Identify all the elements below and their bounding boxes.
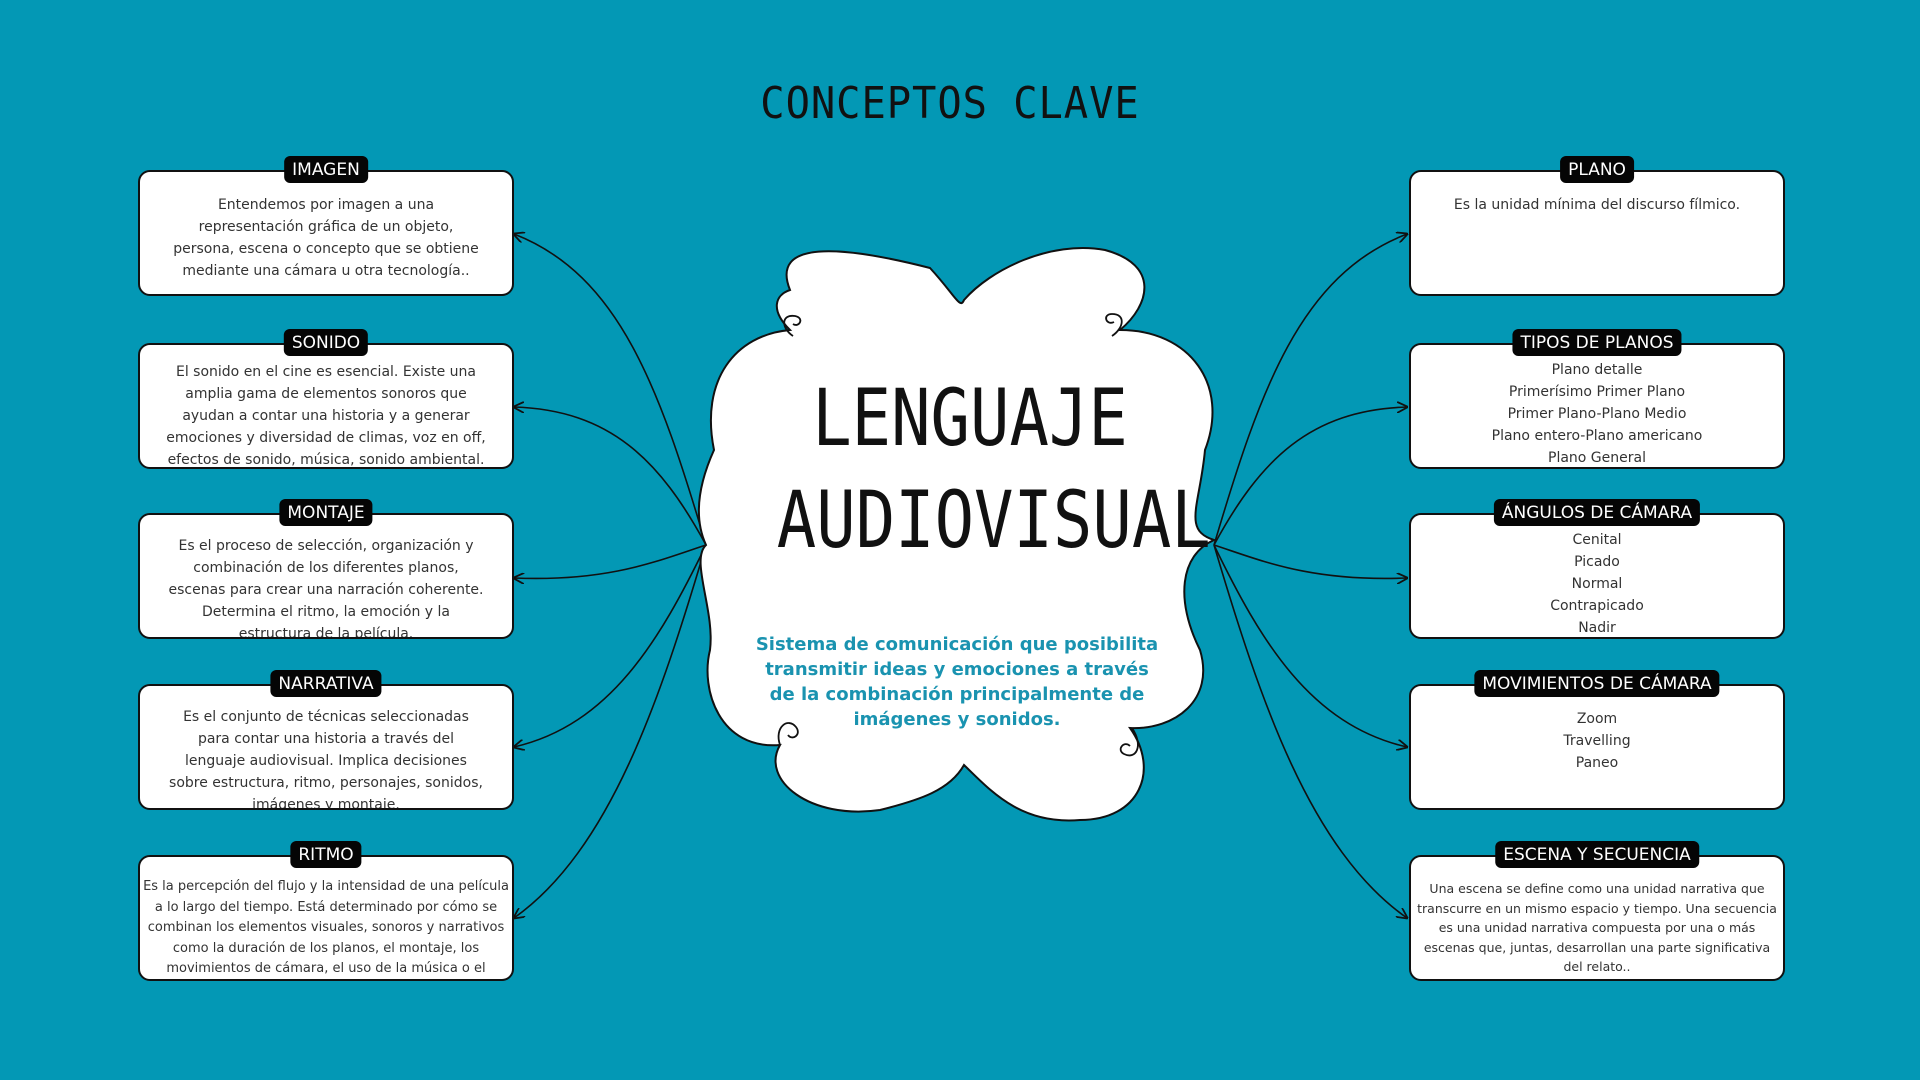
card-movimientos-de-camara: MOVIMIENTOS DE CÁMARA Zoom Travelling Pa… [1409,670,1785,810]
card-label-angulos-de-camara: ÁNGULOS DE CÁMARA [1493,499,1701,526]
card-tipos-de-planos: TIPOS DE PLANOS Plano detalle Primerísim… [1409,329,1785,469]
connector-narrativa [514,544,707,747]
card-text-tipos-de-planos: Plano detalle Primerísimo Primer Plano P… [1491,362,1703,466]
connector-tipos-de-planos [1213,407,1407,546]
center-title-line-2: AUDIOVISUAL [776,476,1211,566]
page-title: CONCEPTOS CLAVE [760,78,1140,129]
card-text-movimientos-de-camara: Zoom Travelling Paneo [1563,711,1631,771]
connector-montaje [514,544,707,578]
connector-sonido [514,407,707,546]
card-sonido: SONIDO El sonido en el cine es esencial.… [138,329,514,469]
card-text-plano: Es la unidad mínima del discurso fílmico… [1453,197,1741,213]
card-label-movimientos-de-camara: MOVIMIENTOS DE CÁMARA [1474,670,1720,697]
card-ritmo: RITMO Es la percepción del flujo y la in… [138,841,514,981]
card-text-imagen: Entendemos por imagen a una representaci… [173,197,479,279]
card-plano: PLANO Es la unidad mínima del discurso f… [1409,156,1785,296]
connector-imagen [514,234,707,546]
connector-plano [1213,234,1407,546]
card-text-sonido: El sonido en el cine es esencial. Existe… [166,364,486,467]
connector-movimientos-de-camara [1213,544,1407,747]
card-angulos-de-camara: ÁNGULOS DE CÁMARA Cenital Picado Normal … [1409,499,1785,639]
card-label-imagen: IMAGEN [284,156,368,183]
card-escena-y-secuencia: ESCENA Y SECUENCIA Una escena se define … [1409,841,1785,981]
card-label-montaje: MONTAJE [279,499,373,526]
card-label-ritmo: RITMO [290,841,362,868]
card-label-narrativa: NARRATIVA [270,670,382,697]
connector-angulos-de-camara [1213,544,1407,578]
card-montaje: MONTAJE Es el proceso de selección, orga… [138,499,514,639]
card-label-plano: PLANO [1560,156,1634,183]
center-title: LENGUAJE AUDIOVISUAL [776,368,1211,572]
card-text-narrativa: Es el conjunto de técnicas seleccionadas… [169,709,483,808]
card-label-tipos-de-planos: TIPOS DE PLANOS [1512,329,1682,356]
cloud-curl-left [783,315,802,337]
connector-ritmo [514,544,707,918]
cloud-curl-bottom-left [777,722,799,746]
connector-escena-y-secuencia [1213,544,1407,918]
cloud-curl-bottom-right [1119,727,1139,757]
center-description: Sistema de comunicación que posibilita t… [755,634,1159,730]
central-cloud-shape [698,247,1217,822]
card-text-escena-y-secuencia: Una escena se define como una unidad nar… [1417,881,1777,974]
cloud-curl-right [1105,313,1123,337]
card-narrativa: NARRATIVA Es el conjunto de técnicas sel… [138,670,514,810]
card-label-escena-y-secuencia: ESCENA Y SECUENCIA [1495,841,1699,868]
card-text-ritmo: Es la percepción del flujo y la intensid… [143,879,509,976]
card-imagen: IMAGEN Entendemos por imagen a una repre… [138,156,514,296]
card-text-montaje: Es el proceso de selección, organización… [168,538,484,637]
card-label-sonido: SONIDO [283,329,369,356]
center-title-line-1: LENGUAJE [812,374,1128,464]
card-text-angulos-de-camara: Cenital Picado Normal Contrapicado Nadir [1550,532,1644,636]
